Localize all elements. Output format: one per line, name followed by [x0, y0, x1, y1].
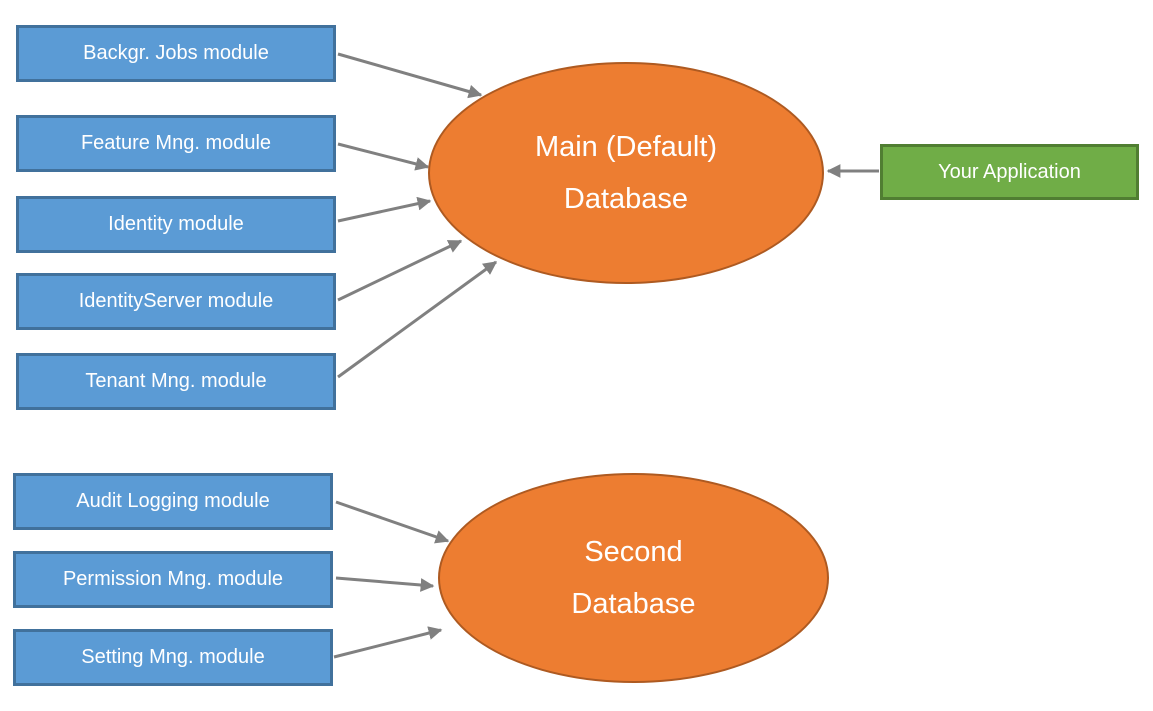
module-label: Audit Logging module — [76, 490, 270, 512]
module-label: Feature Mng. module — [80, 132, 272, 154]
arrow-backgr-jobs-to-main-db — [337, 52, 483, 99]
arrow-feature-mng-to-main-db — [337, 142, 430, 171]
module-label: IdentityServer module — [78, 290, 274, 312]
module-box-identity: Identity module — [16, 196, 336, 253]
module-box-permission-mng: Permission Mng. module — [13, 551, 333, 608]
module-label: Tenant Mng. module — [85, 370, 267, 392]
your-application-label: Your Application — [938, 160, 1081, 183]
module-box-audit-logging: Audit Logging module — [13, 473, 333, 530]
module-label: Identity module — [108, 213, 244, 235]
arrow-identityserver-to-main-db — [337, 239, 463, 302]
second-database-label-line1: Second — [584, 536, 683, 568]
module-box-feature-mng: Feature Mng. module — [16, 115, 336, 172]
arrow-setting-mng-to-second-db — [333, 626, 443, 659]
module-label: Backgr. Jobs module — [83, 42, 269, 64]
module-box-setting-mng: Setting Mng. module — [13, 629, 333, 686]
module-box-backgr-jobs: Backgr. Jobs module — [16, 25, 336, 82]
arrow-permission-mng-to-second-db — [335, 576, 435, 592]
your-application-box: Your Application — [880, 144, 1139, 200]
main-database-label-line1: Main (Default) — [534, 131, 718, 163]
second-database-label-line2: Database — [571, 588, 696, 620]
module-box-identityserver: IdentityServer module — [16, 273, 336, 330]
arrow-tenant-mng-to-main-db — [337, 260, 498, 379]
arrow-audit-logging-to-second-db — [335, 500, 450, 544]
main-database-label-line2: Database — [563, 183, 689, 215]
second-database-ellipse: Second Database — [438, 473, 829, 683]
arrow-identity-to-main-db — [337, 196, 432, 223]
main-database-ellipse: Main (Default) Database — [428, 62, 824, 284]
module-box-tenant-mng: Tenant Mng. module — [16, 353, 336, 410]
module-label: Setting Mng. module — [81, 646, 265, 668]
module-label: Permission Mng. module — [62, 568, 284, 590]
